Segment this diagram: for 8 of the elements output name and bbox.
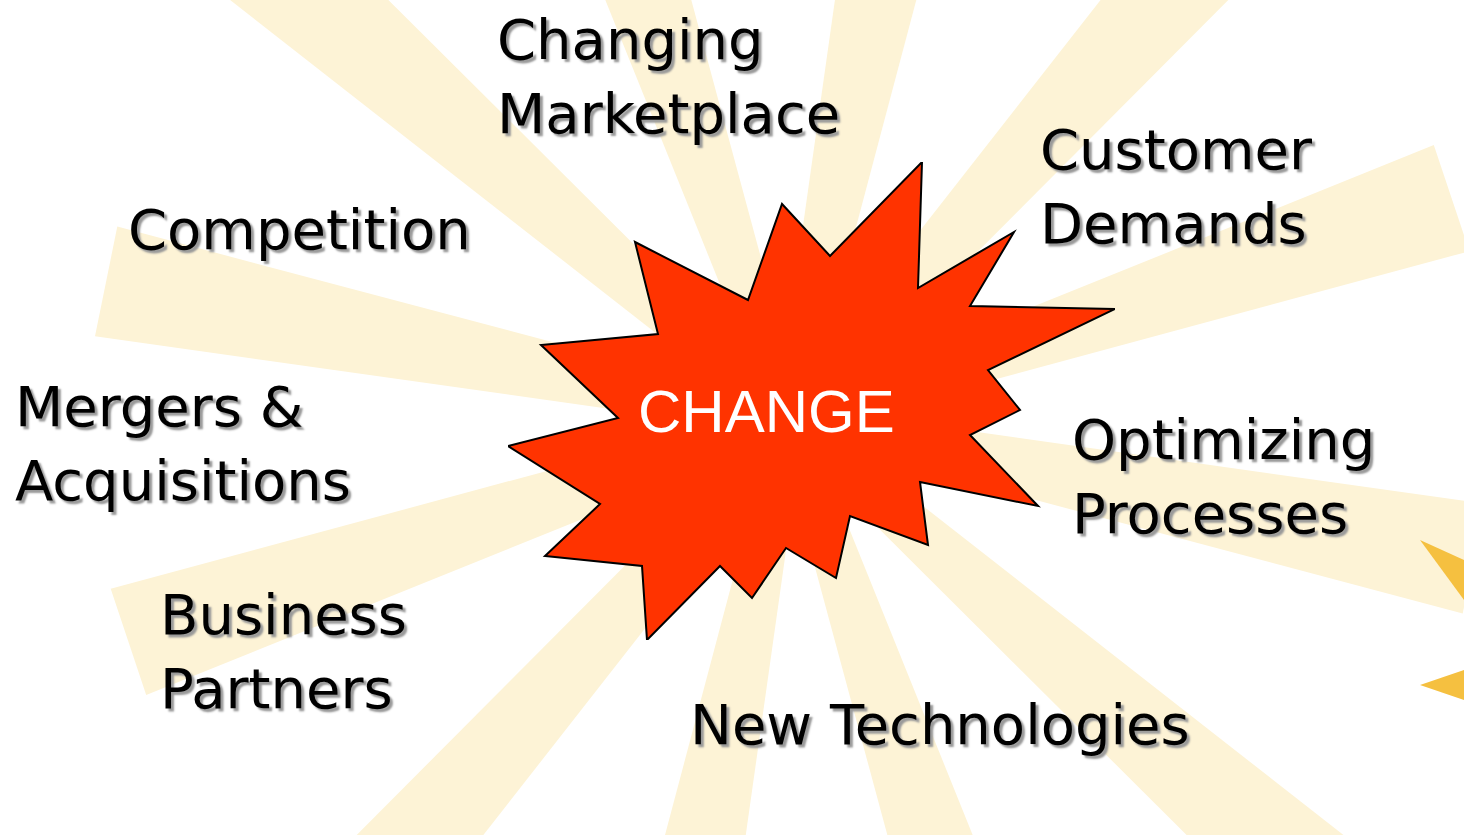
- node-title: CHANGE: [638, 377, 895, 447]
- factor-label: Competition: [128, 196, 472, 264]
- factor-label: New Technologies: [690, 691, 1190, 759]
- factor-label: Customer Demands: [1040, 116, 1313, 258]
- factor-label: Changing Marketplace: [497, 6, 842, 148]
- factor-label: Mergers & Acquisitions: [15, 373, 352, 515]
- factor-label: Optimizing Processes: [1072, 406, 1377, 548]
- factor-label: Business Partners: [160, 581, 408, 723]
